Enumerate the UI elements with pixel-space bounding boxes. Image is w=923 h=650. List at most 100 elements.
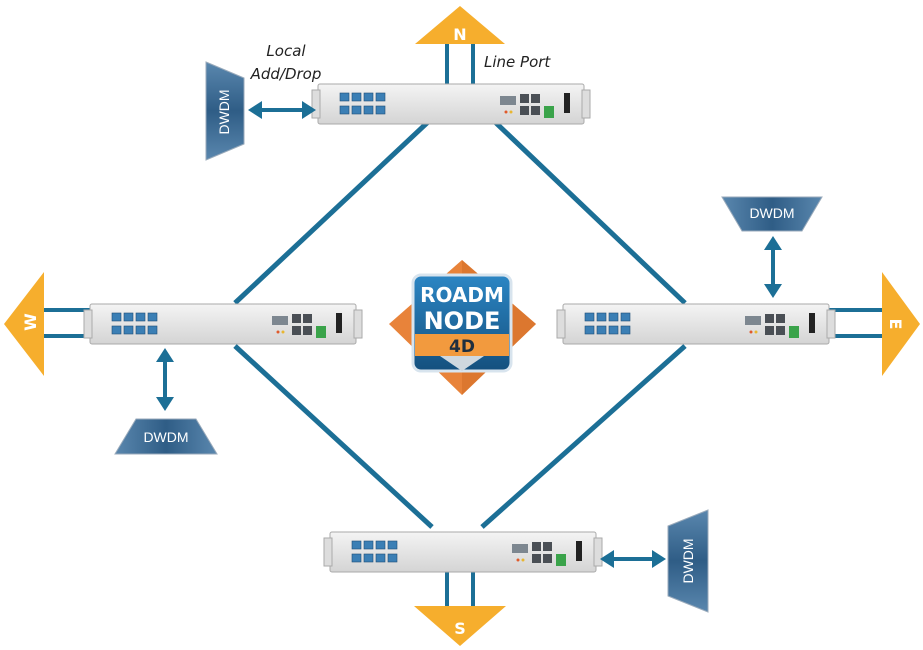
fiber-port xyxy=(596,312,607,322)
terminal-block xyxy=(789,326,799,338)
fiber-port xyxy=(375,105,386,115)
rack-ear-right xyxy=(826,309,836,339)
status-led xyxy=(749,330,753,334)
fiber-port xyxy=(584,325,595,335)
rj45-port xyxy=(532,554,541,563)
fiber-port xyxy=(111,325,122,335)
rj45-port xyxy=(303,314,312,323)
fiber-port xyxy=(351,92,362,102)
fiber-port xyxy=(608,325,619,335)
rack-ear-left xyxy=(556,309,566,339)
east-letter: E xyxy=(886,319,905,330)
fiber-port xyxy=(387,540,398,550)
roadm-node-badge: ROADM NODE 4D xyxy=(389,260,536,395)
power-switch xyxy=(576,541,582,561)
fiber-port xyxy=(135,312,146,322)
local-add-drop-label-line1: Local xyxy=(266,42,306,60)
chassis-south xyxy=(323,531,603,573)
chassis-west xyxy=(83,303,363,345)
rj45-port xyxy=(776,326,785,335)
rack-ear-left xyxy=(323,537,333,567)
status-led xyxy=(754,330,758,334)
dwdm-east-label: DWDM xyxy=(749,205,794,221)
fiber-port xyxy=(351,105,362,115)
fiber-port xyxy=(608,312,619,322)
ring-links xyxy=(233,120,687,529)
fiber-port xyxy=(375,553,386,563)
fiber-port xyxy=(620,312,631,322)
rj45-port xyxy=(520,94,529,103)
dwdm-west-shape xyxy=(114,418,218,455)
rack-ear-right xyxy=(353,309,363,339)
east-arrow xyxy=(882,272,920,376)
dwdm-north: DWDM xyxy=(205,61,245,161)
fiber-port xyxy=(620,325,631,335)
rj45-port xyxy=(543,554,552,563)
status-led xyxy=(281,330,285,334)
status-led xyxy=(504,110,508,114)
fiber-port xyxy=(584,312,595,322)
power-switch xyxy=(564,93,570,113)
fiber-port xyxy=(363,105,374,115)
fiber-port xyxy=(363,553,374,563)
terminal-block xyxy=(556,554,566,566)
south-arrow xyxy=(414,606,506,646)
north-letter: N xyxy=(453,25,466,44)
fiber-port xyxy=(111,312,122,322)
north-arrow xyxy=(415,6,505,44)
dwdm-east: DWDM xyxy=(721,196,823,232)
badge-line3: 4D xyxy=(449,337,475,357)
rack-ear-right xyxy=(593,537,603,567)
dwdm-south: DWDM xyxy=(667,509,709,613)
dwdm-north-shape xyxy=(205,61,245,161)
status-led xyxy=(516,558,520,562)
terminal-block xyxy=(544,106,554,118)
rack-ear-left xyxy=(311,89,321,119)
badge-bottom-point xyxy=(440,356,484,371)
line-port-label: Line Port xyxy=(484,53,551,71)
fiber-port xyxy=(363,540,374,550)
serial-port xyxy=(512,544,528,553)
dwdm-west-label: DWDM xyxy=(143,429,188,445)
dwdm-west: DWDM xyxy=(114,418,218,455)
rj45-port xyxy=(531,106,540,115)
status-led xyxy=(276,330,280,334)
dwdm-east-shape xyxy=(721,196,823,232)
fiber-port xyxy=(339,105,350,115)
fiber-port xyxy=(351,540,362,550)
west-add-drop-arrow xyxy=(156,348,174,411)
fiber-port xyxy=(339,92,350,102)
dwdm-south-label: DWDM xyxy=(680,538,696,583)
rj45-port xyxy=(531,94,540,103)
fiber-port xyxy=(123,325,134,335)
south-direction: S xyxy=(414,566,506,646)
rj45-port xyxy=(303,326,312,335)
north-add-drop-arrow xyxy=(248,101,316,119)
fiber-port xyxy=(363,92,374,102)
serial-port xyxy=(272,316,288,325)
link-east-south xyxy=(480,344,687,529)
dwdm-south-shape xyxy=(667,509,709,613)
north-direction: N xyxy=(415,6,505,88)
fiber-port xyxy=(596,325,607,335)
status-led xyxy=(521,558,525,562)
badge-line1: ROADM xyxy=(420,283,504,307)
fiber-port xyxy=(147,312,158,322)
status-led xyxy=(509,110,513,114)
fiber-port xyxy=(147,325,158,335)
rj45-port xyxy=(532,542,541,551)
chassis-east xyxy=(556,303,836,345)
badge-4d-band xyxy=(415,334,509,356)
fiber-port xyxy=(351,553,362,563)
rj45-port xyxy=(765,326,774,335)
chassis-north xyxy=(311,83,591,125)
rj45-port xyxy=(292,314,301,323)
fiber-port xyxy=(123,312,134,322)
rj45-port xyxy=(776,314,785,323)
terminal-block xyxy=(316,326,326,338)
south-letter: S xyxy=(454,619,466,638)
rj45-port xyxy=(292,326,301,335)
link-north-west xyxy=(233,120,430,305)
south-add-drop-arrow xyxy=(600,550,666,568)
